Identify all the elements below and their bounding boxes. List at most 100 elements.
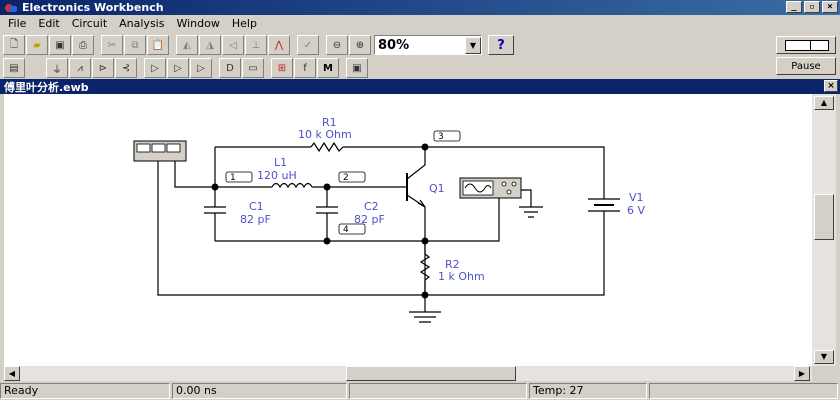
oscilloscope-instrument[interactable] (459, 177, 522, 199)
miscellaneous-button[interactable]: M (317, 58, 339, 78)
label-q1-ref: Q1 (429, 182, 445, 195)
misc-m-icon: M (323, 62, 333, 74)
scissors-icon: ✂ (107, 39, 117, 51)
app-titlebar: Electronics Workbench _ ▫ × (0, 0, 840, 15)
transistor-icon: ⊰ (121, 62, 131, 74)
status-extra (649, 383, 838, 399)
chevron-down-icon[interactable]: ▼ (465, 36, 481, 54)
horizontal-scrollbar[interactable]: ◀ ▶ (4, 366, 812, 381)
parts-toolbar: ▤ ⏚ ⩘ ⊳ ⊰ ▷ ▷ ▷ D ▭ ⊞ f M ▣ (0, 56, 840, 80)
component-properties-button[interactable]: ⊥ (245, 35, 267, 55)
label-r2-value: 1 k Ohm (438, 270, 485, 283)
node-label-3: 3 (438, 132, 444, 142)
scroll-right-button[interactable]: ▶ (794, 366, 810, 381)
open-button[interactable]: ▰ (26, 35, 48, 55)
mixed-ics-button[interactable]: ▷ (167, 58, 189, 78)
vertical-scroll-thumb[interactable] (814, 194, 834, 240)
indicators-button[interactable]: ⊞ (271, 58, 293, 78)
label-v1-value: 6 V (627, 204, 645, 217)
copy-button[interactable]: ⧉ (124, 35, 146, 55)
wire-top-right (343, 146, 605, 189)
wire-probe (174, 161, 215, 188)
subcircuit-button[interactable]: ✓ (297, 35, 319, 55)
power-switch[interactable] (776, 36, 836, 54)
transistors-parts-button[interactable]: ⊰ (115, 58, 137, 78)
instruments-button[interactable]: ▣ (346, 58, 368, 78)
menu-edit[interactable]: Edit (38, 17, 60, 30)
favorites-parts-button[interactable]: ▤ (3, 58, 25, 78)
flip-vertical-icon: ◁ (229, 39, 237, 51)
menu-window[interactable]: Window (176, 17, 220, 30)
diode-icon: ⊳ (98, 62, 108, 74)
zoom-out-button[interactable]: ⊖ (326, 35, 348, 55)
instrument-icon: ▣ (352, 62, 362, 74)
status-state: Ready (0, 383, 170, 399)
new-file-button[interactable]: 🗋 (3, 35, 25, 55)
menu-file[interactable]: File (8, 17, 27, 30)
inductor-l1 (271, 182, 313, 189)
zoom-in-button[interactable]: ⊕ (349, 35, 371, 55)
scroll-left-button[interactable]: ◀ (4, 366, 20, 381)
opamp-icon: ▷ (151, 62, 159, 74)
mixed-ic-icon: ▷ (174, 62, 182, 74)
save-button[interactable]: ▣ (49, 35, 71, 55)
controls-button[interactable]: f (294, 58, 316, 78)
junction-dot (421, 291, 429, 299)
close-button[interactable]: × (822, 1, 838, 13)
logic-gates-button[interactable]: D (219, 58, 241, 78)
flipflop-icon: ▭ (248, 62, 258, 74)
rotate-button[interactable]: ◭ (176, 35, 198, 55)
clipboard-icon: 📋 (151, 39, 165, 51)
zoom-select[interactable]: 80% ▼ (374, 35, 482, 55)
paste-button[interactable]: 📋 (147, 35, 169, 55)
minimize-button[interactable]: _ (786, 1, 802, 13)
flip-vertical-button[interactable]: ◁ (222, 35, 244, 55)
graph-button[interactable]: ⋀ (268, 35, 290, 55)
main-toolbar: 🗋 ▰ ▣ ⎙ ✂ ⧉ 📋 ◭ ◮ ◁ ⊥ ⋀ ✓ ⊖ ⊕ 80% ▼ ? (0, 33, 840, 57)
ground-symbol-scope (519, 206, 543, 218)
function-generator-instrument[interactable] (133, 140, 187, 162)
folder-open-icon: ▰ (33, 39, 41, 51)
document-titlebar: 傅里叶分析.ewb × (0, 79, 840, 94)
junction-dot (323, 237, 331, 245)
node-label-4: 4 (343, 225, 349, 235)
schematic-canvas[interactable]: 3 1 2 4 R1 10 k Ohm L1 120 uH C1 82 pF C… (4, 94, 812, 366)
junction-dot (211, 183, 219, 191)
scroll-down-button[interactable]: ▼ (814, 350, 834, 364)
document-close-button[interactable]: × (824, 80, 838, 92)
ewb-app-icon[interactable] (4, 2, 18, 14)
transistor-q1-emitter (406, 194, 426, 295)
checkmark-icon: ✓ (303, 39, 313, 51)
app-title: Electronics Workbench (22, 1, 164, 14)
help-button[interactable]: ? (488, 35, 514, 55)
node-label-2: 2 (343, 173, 349, 183)
transistor-q1-collector (406, 147, 426, 180)
zoom-value: 80% (378, 37, 410, 53)
print-button[interactable]: ⎙ (72, 35, 94, 55)
scroll-up-button[interactable]: ▲ (814, 96, 834, 110)
node-label-1: 1 (230, 173, 236, 183)
zoom-in-icon: ⊕ (355, 39, 365, 51)
cut-button[interactable]: ✂ (101, 35, 123, 55)
menu-help[interactable]: Help (231, 17, 257, 30)
label-c1-ref: C1 (249, 200, 264, 213)
label-c2-ref: C2 (364, 200, 379, 213)
digital-parts-button[interactable]: ▭ (242, 58, 264, 78)
basic-parts-button[interactable]: ⩘ (69, 58, 91, 78)
logic-gate-icon: D (226, 62, 234, 74)
menu-circuit[interactable]: Circuit (71, 17, 108, 30)
maximize-button[interactable]: ▫ (804, 1, 820, 13)
horizontal-scroll-thumb[interactable] (346, 366, 516, 381)
sources-parts-button[interactable]: ⏚ (46, 58, 68, 78)
menu-analysis[interactable]: Analysis (119, 17, 165, 30)
label-c1-value: 82 pF (240, 213, 271, 226)
vertical-scrollbar[interactable]: ▲ ▼ (812, 94, 836, 366)
status-bar: Ready 0.00 ns Temp: 27 (0, 383, 840, 400)
analog-ics-button[interactable]: ▷ (144, 58, 166, 78)
digital-ics-button[interactable]: ▷ (190, 58, 212, 78)
pause-button[interactable]: Pause (776, 57, 836, 75)
diodes-parts-button[interactable]: ⊳ (92, 58, 114, 78)
label-r1-value: 10 k Ohm (298, 128, 352, 141)
flip-horizontal-button[interactable]: ◮ (199, 35, 221, 55)
wire-bottom-loop (157, 161, 605, 296)
